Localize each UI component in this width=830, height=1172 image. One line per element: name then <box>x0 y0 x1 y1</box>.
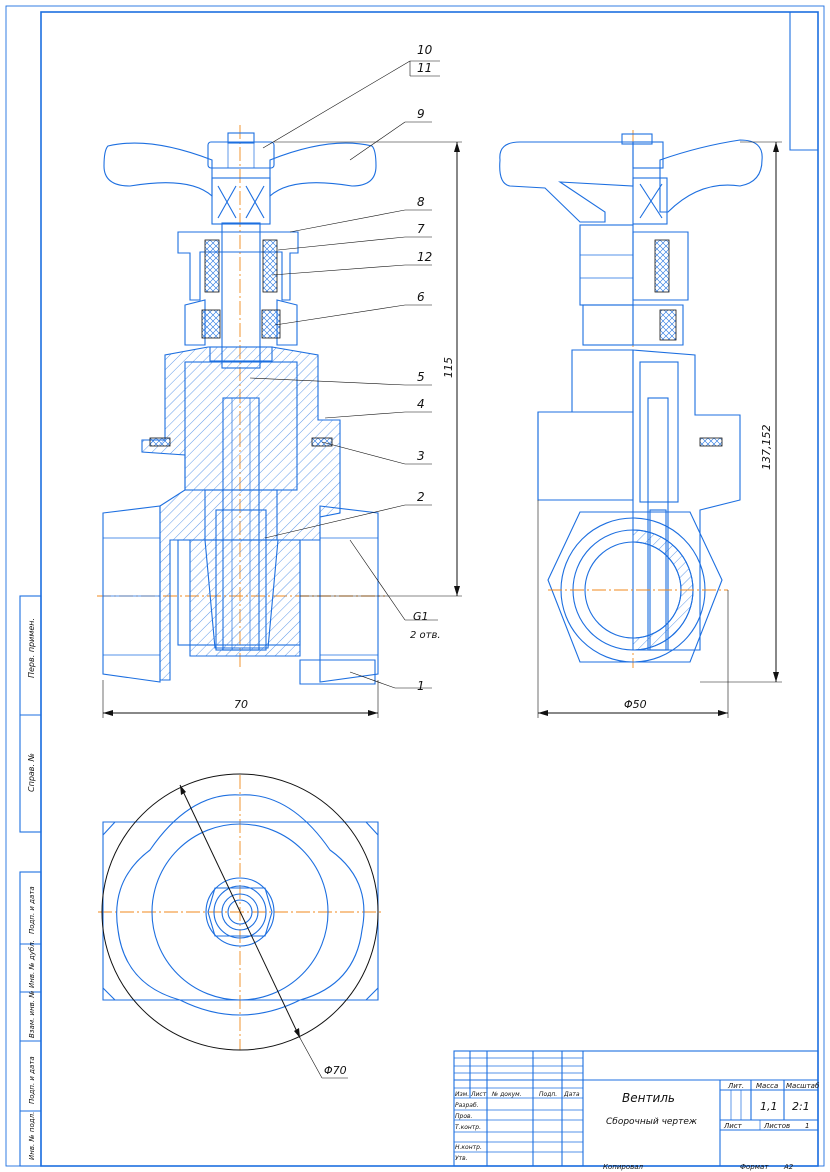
leader-lines <box>249 60 440 689</box>
front-dimensions: 70 115 <box>102 141 462 718</box>
leader-10: 10 <box>417 43 433 57</box>
stamp-inv-podl: Инв. № подл. <box>28 1112 36 1160</box>
inner-frame <box>40 11 819 1167</box>
leader-8: 8 <box>417 195 425 209</box>
outer-frame <box>5 5 825 1167</box>
tb-lit-label: Лит. <box>727 1082 744 1090</box>
tb-row-nkontr: Н.контр. <box>455 1144 482 1151</box>
tb-format: A2 <box>783 1163 794 1171</box>
side-stamp: Перв. примен. Справ. № Подп. и дата Инв.… <box>19 595 42 1167</box>
stamp-perv-primen: Перв. примен. <box>27 618 36 678</box>
leader-6: 6 <box>417 290 425 304</box>
dim-137-152: 137,152 <box>760 425 773 471</box>
dim-115: 115 <box>442 357 455 378</box>
leader-2: 2 <box>417 490 425 504</box>
tb-doc-type: Сборочный чертеж <box>606 1117 698 1127</box>
tb-col-izm: Изм. <box>455 1091 469 1098</box>
tb-sheets-label: Листов <box>763 1122 790 1130</box>
tb-col-date: Дата <box>563 1091 580 1098</box>
leader-7: 7 <box>417 222 425 236</box>
thread-label: G1 <box>413 610 429 623</box>
tb-scale: 2:1 <box>792 1100 810 1113</box>
leader-numbers: 10 11 9 8 7 12 6 5 4 3 2 1 G1 2 отв. <box>410 43 441 693</box>
stamp-podp-data-1: Подп. и дата <box>28 886 36 934</box>
tb-mass-label: Масса <box>756 1082 778 1090</box>
leader-11: 11 <box>417 61 432 75</box>
tb-row-utv: Утв. <box>455 1155 468 1162</box>
leader-3: 3 <box>417 449 425 463</box>
tb-sheet-label: Лист <box>723 1122 743 1130</box>
tb-sheets: 1 <box>805 1122 809 1130</box>
tb-mass: 1,1 <box>760 1100 778 1113</box>
title-block: Изм. Лист № докум. Подп. Дата Разраб. Пр… <box>453 1050 820 1171</box>
dim-phi70: Φ70 <box>324 1064 347 1077</box>
corner-stamp <box>789 12 818 151</box>
tb-col-doc: № докум. <box>491 1091 522 1098</box>
leader-12: 12 <box>417 250 432 264</box>
thread-note: 2 отв. <box>410 630 441 641</box>
leader-4: 4 <box>417 397 425 411</box>
tb-copied: Копировал <box>603 1163 644 1171</box>
tb-format-label: Формат <box>740 1163 769 1171</box>
tb-col-sign: Подп. <box>539 1091 557 1098</box>
tb-scale-label: Масштаб <box>786 1082 820 1090</box>
stamp-sprav-no: Справ. № <box>27 753 36 792</box>
side-view <box>499 130 763 668</box>
top-view: Φ70 <box>98 773 382 1079</box>
tb-row-prov: Пров. <box>455 1113 473 1120</box>
dim-70: 70 <box>234 698 248 711</box>
dim-phi50: Φ50 <box>624 698 647 711</box>
leader-9: 9 <box>417 107 425 121</box>
tb-col-list: Лист <box>470 1091 487 1098</box>
leader-1: 1 <box>417 679 425 693</box>
stamp-inv-dubl: Инв. № дубл. <box>28 940 36 988</box>
tb-name: Вентиль <box>622 1091 675 1105</box>
tb-row-tkontr: Т.контр. <box>455 1124 481 1131</box>
leader-5: 5 <box>417 370 425 384</box>
body-section <box>141 346 341 681</box>
stamp-podp-data-2: Подп. и дата <box>28 1056 36 1104</box>
front-view-section <box>97 125 385 685</box>
side-dimensions: Φ50 137,152 <box>537 141 782 718</box>
tb-row-razrab: Разраб. <box>455 1102 479 1109</box>
stamp-vzam-inv: Взам. инв. № <box>28 990 36 1038</box>
